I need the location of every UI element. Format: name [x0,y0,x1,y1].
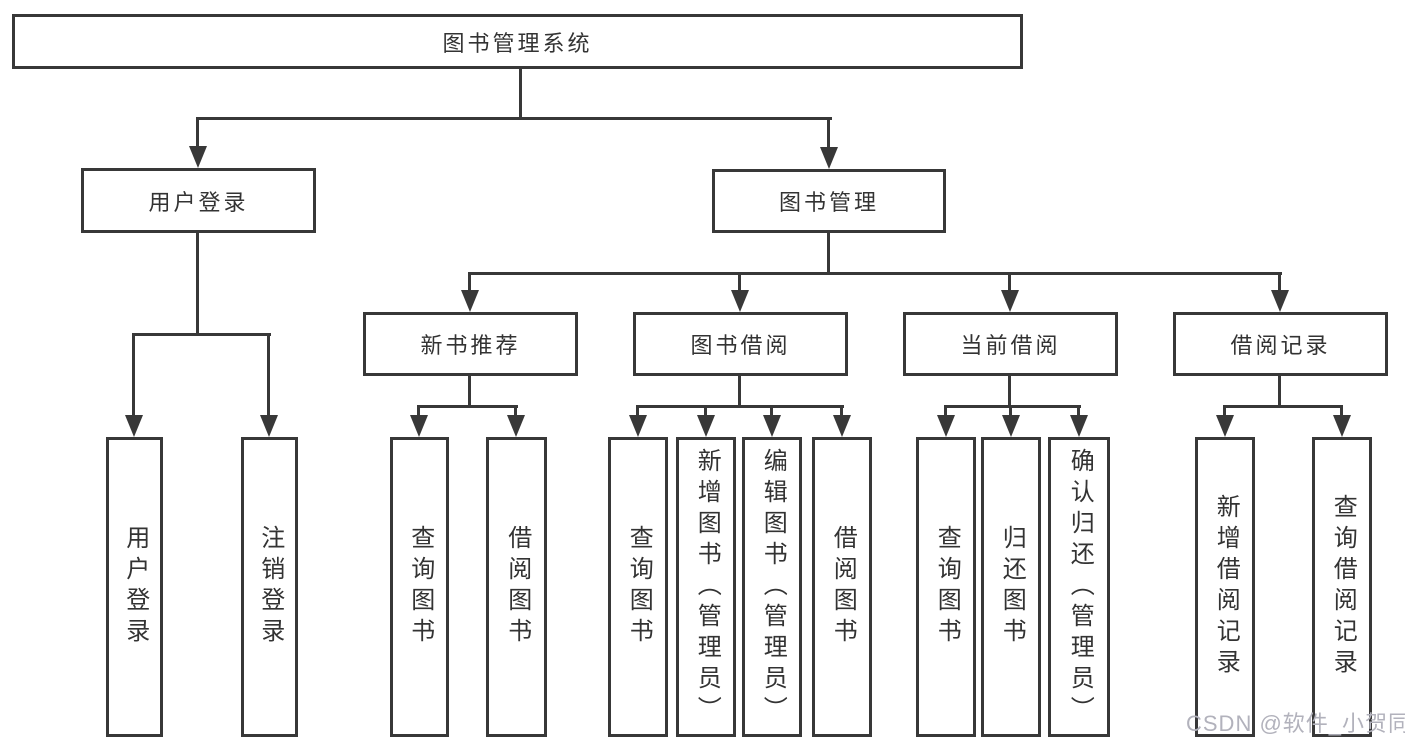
arrowhead [410,415,428,437]
arrowhead [1333,415,1351,437]
leaf-label: 归还图书 [998,525,1026,649]
connector-drop [1009,405,1012,417]
connector-borrow-records-bus [1223,405,1343,408]
arrowhead [507,415,525,437]
connector-book-management-trunk [827,231,830,275]
node-user-login: 用户登录 [81,168,316,233]
arrowhead [1070,415,1088,437]
connector-current-borrow-trunk [1008,374,1011,408]
leaf-return-books: 归还图书 [981,437,1041,737]
connector-drop [417,405,420,417]
connector-book-borrow-trunk [738,374,741,408]
connector-drop [1077,405,1080,417]
connector-drop-book-borrow [738,272,741,292]
arrowhead-borrow-records [1271,290,1289,312]
leaf-label: 查询借阅记录 [1329,494,1357,680]
node-label: 借阅记录 [1230,333,1331,358]
connector-drop [1340,405,1343,417]
arrowhead-leaf-logout [260,415,278,437]
arrowhead [937,415,955,437]
node-new-book-recommend: 新书推荐 [363,312,578,376]
leaf-add-books-admin: 新增图书（管理员） [676,437,736,737]
connector-new-book-trunk [468,374,471,408]
arrowhead [1002,415,1020,437]
connector-user-login-trunk [196,231,199,336]
connector-drop-new-book [468,272,471,292]
leaf-edit-books-admin: 编辑图书（管理员） [742,437,802,737]
node-label: 图书借阅 [690,333,791,358]
connector-drop [636,405,639,417]
csdn-watermark: CSDN @软件_小贺同学 [1186,711,1405,736]
node-label: 图书管理 [778,190,879,215]
arrowhead-leaf-user-login [125,415,143,437]
leaf-label: 新增借阅记录 [1212,494,1240,680]
node-label: 新书推荐 [420,333,521,358]
leaf-user-login: 用户登录 [106,437,163,737]
connector-current-borrow-bus [944,405,1081,408]
node-label: 用户登录 [148,189,249,215]
connector-drop-current-borrow [1008,272,1011,292]
connector-level2-bus [197,117,832,120]
arrowhead-new-book [461,290,479,312]
node-book-management: 图书管理 [712,169,946,233]
leaf-label: 借阅图书 [503,525,531,649]
connector-drop-book-management [827,117,830,149]
leaf-add-borrow-record: 新增借阅记录 [1195,437,1255,737]
leaf-label: 借阅图书 [829,525,857,649]
connector-drop [944,405,947,417]
arrowhead [833,415,851,437]
leaf-logout-login: 注销登录 [241,437,298,737]
arrowhead-book-borrow [731,290,749,312]
leaf-query-books-recommend: 查询图书 [390,437,449,737]
node-label: 当前借阅 [960,333,1061,358]
arrowhead [697,415,715,437]
leaf-confirm-return-admin: 确认归还（管理员） [1048,437,1110,737]
leaf-borrow-books-recommend: 借阅图书 [486,437,547,737]
arrowhead [629,415,647,437]
connector-drop-user-login [196,117,199,148]
connector-book-borrow-bus [637,405,844,408]
leaf-label: 用户登录 [121,525,149,649]
connector-drop-borrow-records [1278,272,1281,292]
arrowhead [763,415,781,437]
connector-drop [514,405,517,417]
connector-root-trunk [519,67,522,119]
connector-user-login-bus [132,333,271,336]
arrowhead-book-management [820,147,838,169]
connector-drop [1223,405,1226,417]
connector-drop [704,405,707,417]
node-label: 图书管理系统 [442,30,593,56]
node-borrow-records: 借阅记录 [1173,312,1388,376]
leaf-query-borrow-record: 查询借阅记录 [1312,437,1372,737]
leaf-label: 确认归还（管理员） [1066,447,1094,727]
leaf-label: 查询图书 [625,525,653,649]
arrowhead-user-login [189,146,207,168]
connector-level3-bus [469,272,1282,275]
leaf-query-books-current: 查询图书 [916,437,976,737]
leaf-label: 查询图书 [933,525,961,649]
arrowhead-current-borrow [1001,290,1019,312]
node-library-management-system: 图书管理系统 [12,14,1023,69]
connector-drop [840,405,843,417]
connector-new-book-bus [418,405,518,408]
node-book-borrow: 图书借阅 [633,312,848,376]
leaf-borrow-books: 借阅图书 [812,437,872,737]
leaf-label: 查询图书 [406,525,434,649]
connector-drop-leaf-user-login [132,333,135,417]
connector-borrow-records-trunk [1278,374,1281,408]
leaf-label: 注销登录 [256,525,284,649]
leaf-label: 新增图书（管理员） [693,447,721,727]
node-current-borrow: 当前借阅 [903,312,1118,376]
leaf-query-books-borrow: 查询图书 [608,437,668,737]
connector-drop [770,405,773,417]
leaf-label: 编辑图书（管理员） [759,447,787,727]
connector-drop-leaf-logout [267,333,270,417]
arrowhead [1216,415,1234,437]
